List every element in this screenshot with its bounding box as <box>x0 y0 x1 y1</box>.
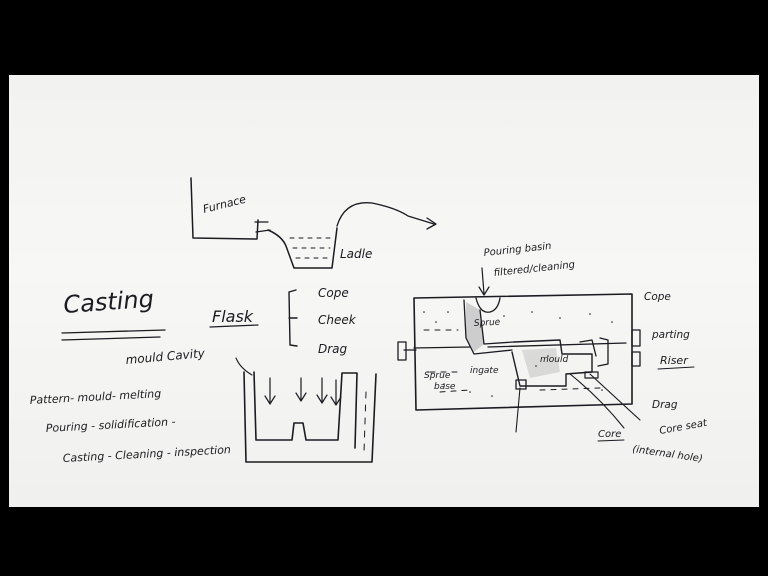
cheek-list-item: Cheek <box>318 313 357 327</box>
furnace-label: Furnace <box>202 193 248 216</box>
drag-diagram-label: Drag <box>652 399 678 411</box>
sprue-label-lower: Sprue <box>424 371 451 381</box>
mould-cavity-label: mould Cavity <box>125 346 206 367</box>
base-label: base <box>434 382 456 392</box>
riser-label: Riser <box>660 354 689 367</box>
sprue-label-upper: Sprue <box>474 318 501 329</box>
pouring-basin-label: Pouring basin <box>483 241 552 259</box>
furnace-sketch: Furnace <box>191 178 270 239</box>
flask-label: Flask <box>212 307 254 326</box>
cope-list-item: Cope <box>318 286 349 300</box>
mould-box-diagram <box>398 268 640 432</box>
drag-list-item: Drag <box>318 342 348 356</box>
diagram-labels: Pouring basin filtered/cleaning Cope Spr… <box>424 241 709 465</box>
ladle-sketch: Ladle <box>268 203 436 268</box>
cope-diagram-label: Cope <box>644 291 671 303</box>
casting-title: Casting <box>62 285 154 319</box>
process-flow: Pattern- mould- melting Pouring - solidi… <box>29 387 231 465</box>
ingate-label: ingate <box>470 366 499 376</box>
parting-label: parting <box>651 329 690 341</box>
process-line-2: Pouring - solidification - <box>45 415 175 435</box>
core-seat-label: Core seat <box>659 418 709 437</box>
whiteboard: Furnace Ladle Casting Flask Cope Cheek <box>9 75 759 507</box>
flask-group: Flask Cope Cheek Drag <box>210 286 357 356</box>
casting-heading: Casting <box>62 285 165 340</box>
process-line-3: Casting - Cleaning - inspection <box>62 443 231 465</box>
casting-notes-drawing: Furnace Ladle Casting Flask Cope Cheek <box>9 75 759 507</box>
core-label: Core <box>598 429 621 440</box>
internal-hole-label: (internal hole) <box>632 444 704 465</box>
mould-cavity-group: mould Cavity <box>125 346 376 462</box>
filtered-cleaning-label: filtered/cleaning <box>493 260 575 279</box>
process-line-1: Pattern- mould- melting <box>29 387 161 407</box>
ladle-label: Ladle <box>340 247 372 261</box>
mould-label: mould <box>540 355 568 365</box>
